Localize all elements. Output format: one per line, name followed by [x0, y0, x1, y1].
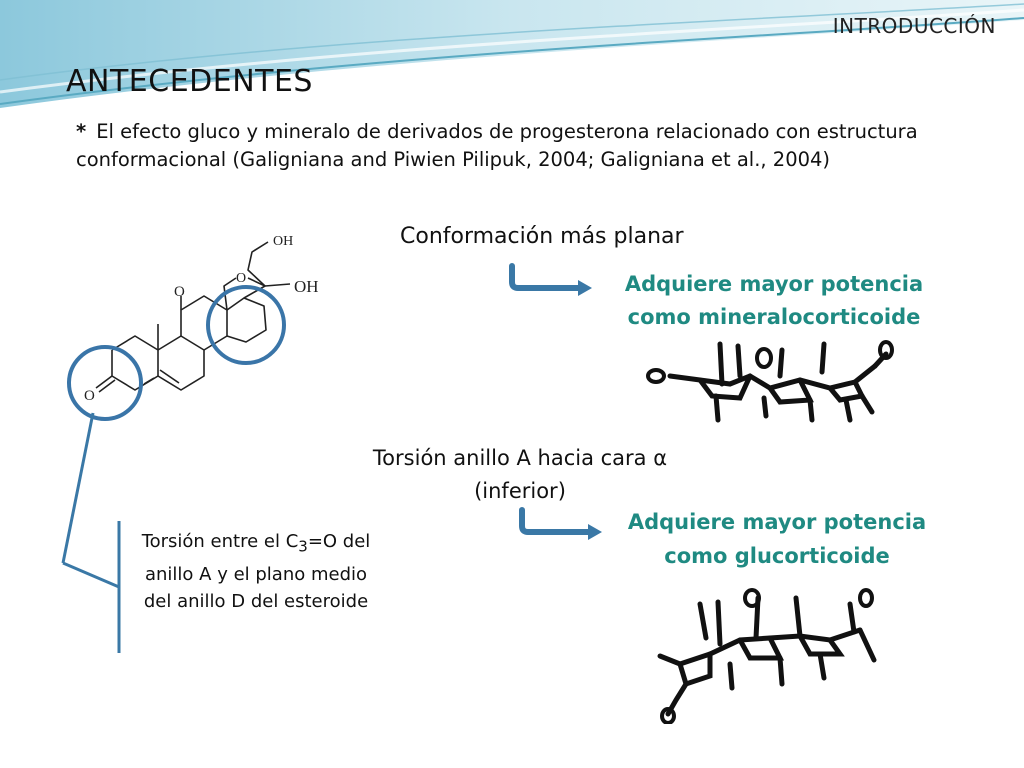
- page-title: ANTECEDENTES: [66, 64, 313, 99]
- intro-text: El efecto gluco y mineralo de derivados …: [76, 120, 918, 171]
- o-ring-label: O: [236, 271, 246, 286]
- torsion-3d-model-image: [657, 588, 877, 724]
- steroid-structure-diagram: OH OH O O O: [67, 234, 319, 421]
- intro-paragraph: *El efecto gluco y mineralo de derivados…: [76, 118, 956, 174]
- arrow-icon: [519, 507, 602, 540]
- bullet-star: *: [76, 120, 87, 143]
- glucocorticoid-result: Adquiere mayor potencia como glucorticoi…: [627, 510, 927, 568]
- mineralocorticoid-result: Adquiere mayor potencia como mineralocor…: [624, 272, 924, 329]
- oh-side-label: OH: [294, 277, 319, 296]
- ring-d-highlight-circle: [206, 285, 286, 365]
- arrow-icon: [509, 263, 592, 296]
- planar-3d-model-image: [646, 340, 894, 423]
- section-label: INTRODUCCIÓN: [832, 14, 996, 38]
- planar-conformation-label: Conformación más planar: [400, 224, 684, 249]
- callout-bracket: [61, 412, 121, 653]
- o-ketone-label: O: [84, 388, 95, 404]
- oh-top-label: OH: [273, 234, 293, 249]
- torsion-note: Torsión entre el C3=O del anillo A y el …: [141, 531, 371, 612]
- torsion-ring-a-label: Torsión anillo A hacia cara α (inferior): [372, 446, 668, 503]
- header-wave-band: [0, 0, 1024, 108]
- ring-a-highlight-circle: [67, 345, 143, 421]
- o-left-label: O: [174, 284, 185, 300]
